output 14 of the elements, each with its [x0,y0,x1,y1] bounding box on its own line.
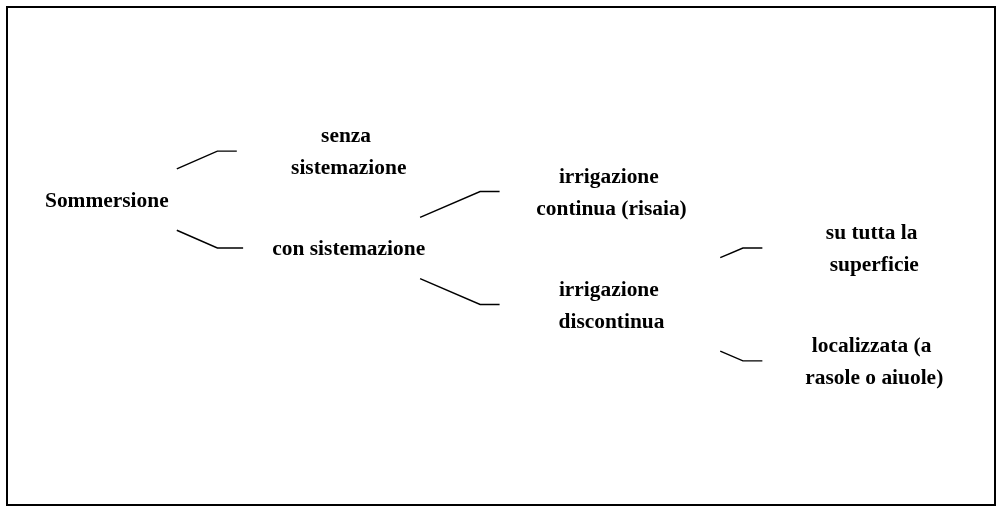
node-text: localizzata (a rasole o aiuole) [805,332,944,390]
connector [719,247,764,259]
node-text: senza sistemazione [291,122,407,180]
connector [719,350,764,362]
node-text: irrigazione continua (risaia) [536,163,687,220]
connector [419,277,501,306]
node-text: irrigazione discontinua [558,276,665,333]
node-text: con sistemazione [272,235,426,261]
diagram-frame: Sommersione senza sistemazione con sistemazione irrigazione continua (risaia) irrigazione discontinua su tutta la superficie localizzata (a rasole o aiuole) [6,6,996,506]
node-text: su tutta la superficie [825,219,919,277]
node-text: Sommersione [44,187,169,212]
connector [176,150,238,170]
connector [176,229,244,249]
connector [419,190,501,219]
